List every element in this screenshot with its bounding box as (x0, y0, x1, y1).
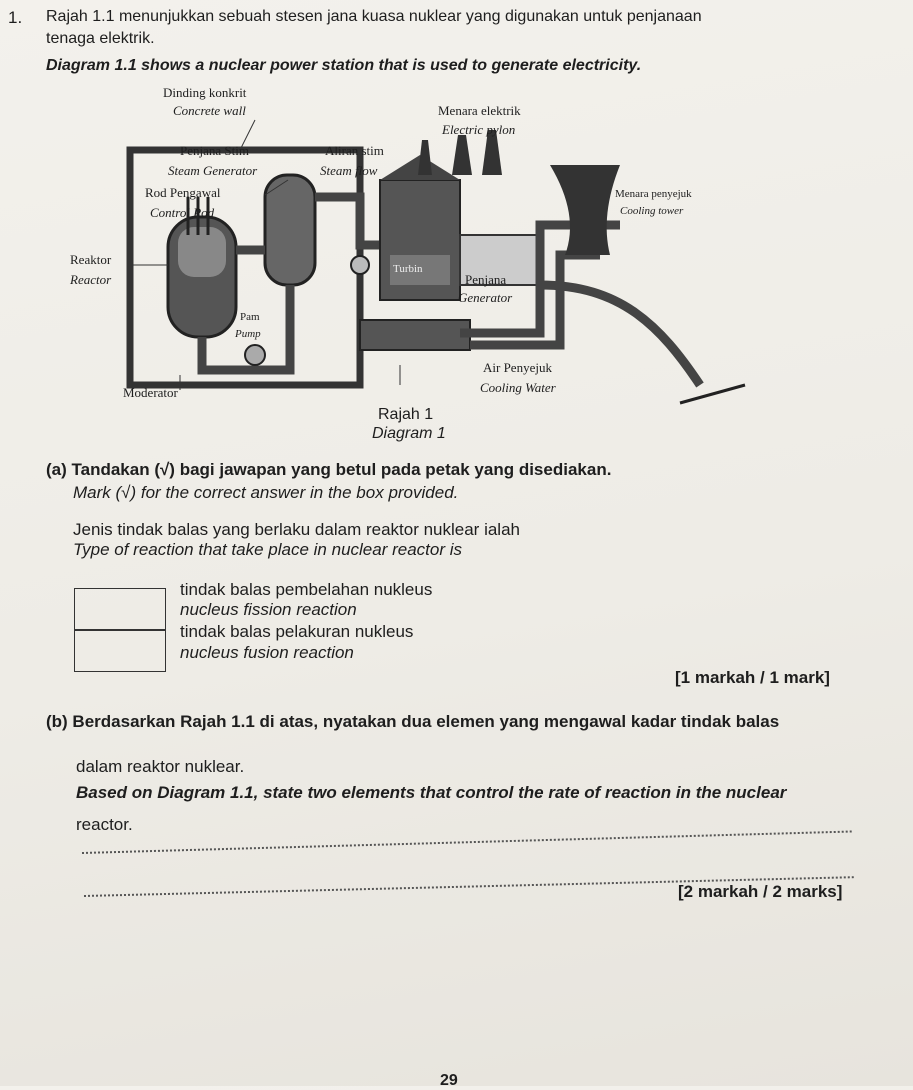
answer-box-fission[interactable] (74, 588, 166, 631)
label-air-penyejuk: Air Penyejuk (483, 360, 552, 375)
part-a-question-en: Type of reaction that take place in nucl… (73, 540, 462, 559)
label-penjana: Penjana (465, 272, 507, 287)
label-reactor: Reactor (70, 272, 112, 287)
label-pump: Pump (235, 328, 261, 340)
cooling-tower (550, 165, 620, 255)
diagram-caption-ms: Rajah 1 (378, 406, 434, 423)
label-dinding: Dinding konkrit (163, 85, 247, 100)
steam-pump (350, 255, 370, 275)
option-fission-en: nucleus fission reaction (180, 600, 357, 619)
condenser (359, 319, 471, 351)
part-a-instruction-en: Mark (√) for the correct answer in the b… (73, 483, 459, 502)
label-generator: Generator (458, 290, 513, 305)
turbine (390, 255, 450, 285)
label-cooling-water: Cooling Water (480, 380, 556, 395)
part-b-question-ms-line1: (b) Berdasarkan Rajah 1.1 di atas, nyata… (46, 712, 780, 731)
intro-ms-line2: tenaga elektrik. (46, 30, 155, 47)
pump (244, 344, 266, 366)
part-a-marks: [1 markah / 1 mark] (675, 668, 830, 687)
label-pam: Pam (240, 311, 260, 323)
label-electric-pylon: Electric pylon (442, 122, 516, 137)
intro-en: Diagram 1.1 shows a nuclear power statio… (46, 57, 642, 74)
label-cooling-tower: Cooling tower (620, 205, 684, 217)
cold-pipe (197, 285, 295, 375)
label-aliran-stim: Aliran stim (325, 143, 384, 158)
label-reaktor: Reaktor (70, 252, 112, 267)
answer-line-1[interactable] (81, 830, 852, 854)
label-penjana-stim: Penjana Stim (180, 143, 249, 158)
label-moderator: Moderator (123, 385, 178, 400)
intro-ms-line1: Rajah 1.1 menunjukkan sebuah stesen jana… (46, 8, 702, 25)
electric-pylon (418, 130, 502, 175)
nuclear-power-station-diagram: Dinding konkrit Concrete wall Menara ele… (60, 85, 760, 445)
label-turbin: Turbin (393, 263, 423, 275)
label-concrete-wall: Concrete wall (173, 103, 246, 118)
label-menara-penyejuk: Menara penyejuk (615, 188, 692, 200)
diagram-drawing (126, 119, 746, 405)
part-b-question-en-line2: reactor. (76, 815, 133, 834)
option-fusion-ms: tindak balas pelakuran nukleus (180, 622, 414, 641)
answer-box-fusion[interactable] (74, 629, 166, 672)
option-fission-ms: tindak balas pembelahan nukleus (180, 580, 433, 599)
question-number: 1. (8, 8, 23, 27)
label-control-rod: Control Rod (150, 205, 215, 220)
label-steam-generator: Steam Generator (168, 163, 258, 178)
part-b-marks: [2 markah / 2 marks] (678, 882, 843, 901)
page-number: 29 (440, 1072, 458, 1089)
steam-generator (263, 173, 317, 287)
reactor-core (178, 227, 226, 277)
generator (459, 234, 541, 286)
cooling-water-pipe (539, 280, 704, 388)
part-b-question-ms-line2: dalam reaktor nuklear. (76, 757, 245, 776)
option-fusion-en: nucleus fusion reaction (180, 643, 354, 662)
label-menara: Menara elektrik (438, 103, 521, 118)
part-a-instruction-ms: (a) Tandakan (√) bagi jawapan yang betul… (46, 460, 612, 479)
label-steam-flow: Steam flow (320, 163, 378, 178)
label-rod-pengawal: Rod Pengawal (145, 185, 221, 200)
steam-line (315, 192, 390, 250)
part-b-question-en-line1: Based on Diagram 1.1, state two elements… (76, 783, 787, 802)
diagram-caption-en: Diagram 1 (372, 425, 446, 442)
part-a-question-ms: Jenis tindak balas yang berlaku dalam re… (73, 520, 520, 539)
